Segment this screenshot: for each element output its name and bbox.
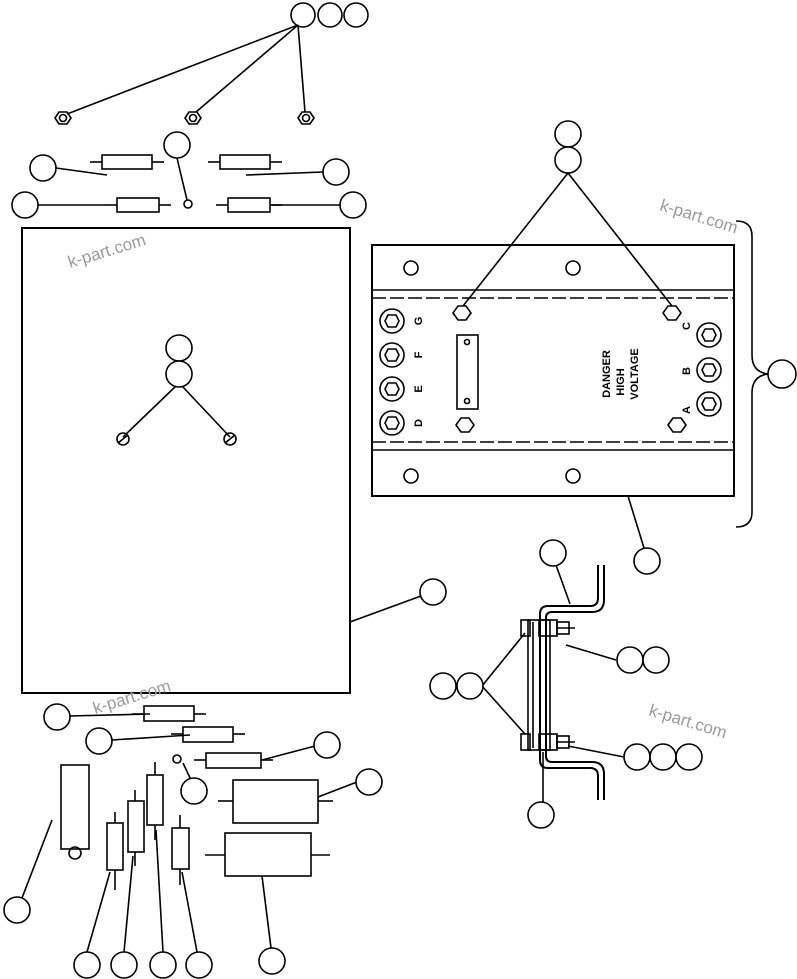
- top-nut-group: [54, 2, 369, 125]
- callout-bubble[interactable]: [165, 360, 193, 388]
- mounting-hole-icon: [403, 468, 419, 484]
- power-resistor-icon: [232, 779, 319, 824]
- callout-bubble[interactable]: [313, 731, 341, 759]
- terminal-panel: G F E D C B A DANGER HIGH VOLTAGE: [371, 120, 797, 575]
- bolt-icon: [520, 733, 575, 751]
- terminal-label-g: G: [413, 317, 425, 326]
- callout-bubble[interactable]: [317, 2, 343, 28]
- callout-bubble[interactable]: [322, 158, 350, 186]
- warning-high: HIGH: [615, 368, 627, 396]
- controller-box: [21, 227, 447, 694]
- terminal-label-d: D: [413, 419, 425, 427]
- resistor-icon: [219, 154, 271, 170]
- bottom-component-group: [3, 703, 383, 979]
- resistor-icon: [171, 815, 190, 885]
- hex-nut-icon: [452, 305, 472, 321]
- callout-bubble[interactable]: [554, 120, 582, 148]
- mounting-hole-icon: [403, 260, 419, 276]
- callout-bubble[interactable]: [290, 2, 316, 28]
- resistor-icon: [127, 790, 145, 866]
- resistor-icon: [227, 197, 271, 213]
- hex-nut-icon: [54, 111, 72, 125]
- terminal-ring-icon: [172, 754, 182, 764]
- resistor-icon: [205, 752, 262, 769]
- fuse-holder-icon: [456, 334, 479, 410]
- resistor-icon: [116, 197, 160, 213]
- callout-bubble[interactable]: [429, 672, 457, 700]
- terminal-label-a: A: [681, 406, 693, 414]
- callout-bubble[interactable]: [43, 703, 71, 731]
- terminal-label-c: C: [681, 322, 693, 330]
- hex-nut-icon: [667, 417, 687, 433]
- callout-bubble[interactable]: [623, 743, 651, 771]
- screw-icon: [116, 432, 130, 446]
- watermark: k-part.com: [658, 196, 740, 238]
- hex-nut-icon: [184, 111, 202, 125]
- callout-bubble[interactable]: [185, 951, 213, 979]
- bolt-icon: [520, 619, 575, 637]
- screw-icon: [223, 432, 237, 446]
- warning-danger: DANGER: [601, 350, 613, 398]
- callout-bubble[interactable]: [3, 896, 31, 924]
- terminal-stud-icon: [696, 391, 722, 417]
- terminal-label-e: E: [413, 385, 425, 392]
- hex-nut-icon: [455, 417, 475, 433]
- terminal-label-f: F: [413, 351, 425, 358]
- callout-bubble[interactable]: [180, 777, 208, 805]
- callout-bubble[interactable]: [642, 646, 670, 674]
- callout-bubble[interactable]: [554, 146, 582, 174]
- terminal-stud-icon: [379, 342, 405, 368]
- callout-bubble[interactable]: [258, 947, 286, 975]
- callout-bubble[interactable]: [419, 578, 447, 606]
- callout-bubble[interactable]: [85, 727, 113, 755]
- callout-bubble[interactable]: [633, 547, 661, 575]
- callout-bubble[interactable]: [73, 951, 101, 979]
- hex-nut-icon: [297, 111, 315, 125]
- callout-bubble[interactable]: [339, 191, 367, 219]
- capacitor-icon: [60, 764, 90, 850]
- callout-bubble[interactable]: [767, 359, 797, 389]
- resistor-icon: [143, 705, 195, 722]
- callout-bubble[interactable]: [456, 672, 484, 700]
- terminal-ring-icon: [183, 199, 193, 209]
- callout-bubble[interactable]: [163, 131, 191, 159]
- terminal-stud-icon: [696, 322, 722, 348]
- top-resistor-group: [11, 131, 367, 219]
- callout-bubble[interactable]: [165, 334, 193, 362]
- power-resistor-icon: [224, 832, 312, 877]
- resistor-icon: [182, 726, 234, 743]
- callout-bubble[interactable]: [149, 951, 177, 979]
- terminal-label-b: B: [681, 367, 693, 375]
- callout-bubble[interactable]: [11, 191, 39, 219]
- terminal-stud-icon: [379, 308, 405, 334]
- watermark: k-part.com: [647, 701, 729, 743]
- mounting-hole-icon: [565, 468, 581, 484]
- resistor-icon: [146, 762, 164, 840]
- warning-voltage: VOLTAGE: [629, 348, 641, 400]
- mounting-hole-icon: [565, 260, 581, 276]
- callout-bubble[interactable]: [355, 768, 383, 796]
- mounting-bracket: [539, 565, 599, 800]
- terminal-stud-icon: [379, 410, 405, 436]
- callout-bubble[interactable]: [675, 743, 703, 771]
- callout-bubble[interactable]: [29, 154, 57, 182]
- callout-bubble[interactable]: [110, 951, 138, 979]
- terminal-stud-icon: [379, 376, 405, 402]
- group-brace: [735, 220, 769, 528]
- terminal-stud-icon: [696, 357, 722, 383]
- callout-bubble[interactable]: [539, 539, 567, 567]
- hex-nut-icon: [662, 305, 682, 321]
- callout-bubble[interactable]: [649, 743, 677, 771]
- resistor-icon: [101, 154, 153, 170]
- callout-bubble[interactable]: [343, 2, 369, 28]
- callout-bubble[interactable]: [616, 646, 644, 674]
- bracket-assembly: [429, 539, 703, 829]
- resistor-icon: [106, 812, 124, 890]
- callout-bubble[interactable]: [527, 801, 555, 829]
